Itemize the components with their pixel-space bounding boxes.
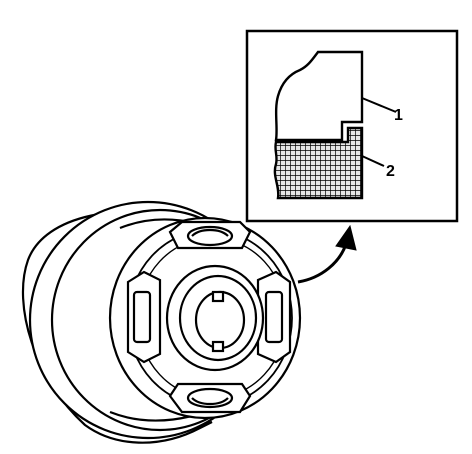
keyway-bottom bbox=[211, 340, 225, 353]
leader-line-1 bbox=[361, 97, 397, 113]
lug-bottom bbox=[168, 382, 252, 414]
lug-right bbox=[256, 270, 292, 364]
lug-top bbox=[168, 220, 252, 250]
callout-label-1: 1 bbox=[394, 107, 403, 124]
leader-line-2 bbox=[361, 155, 385, 167]
part-1-outline bbox=[274, 50, 364, 142]
curved-arrow-icon bbox=[297, 224, 357, 284]
keyway-top bbox=[211, 290, 225, 303]
wheel-assembly bbox=[21, 200, 302, 444]
lug-left bbox=[126, 270, 162, 364]
hub-middle bbox=[178, 274, 258, 362]
part-2-hatched bbox=[273, 126, 364, 200]
callout-label-2: 2 bbox=[386, 163, 395, 180]
detail-inset: 1 2 bbox=[245, 29, 459, 223]
